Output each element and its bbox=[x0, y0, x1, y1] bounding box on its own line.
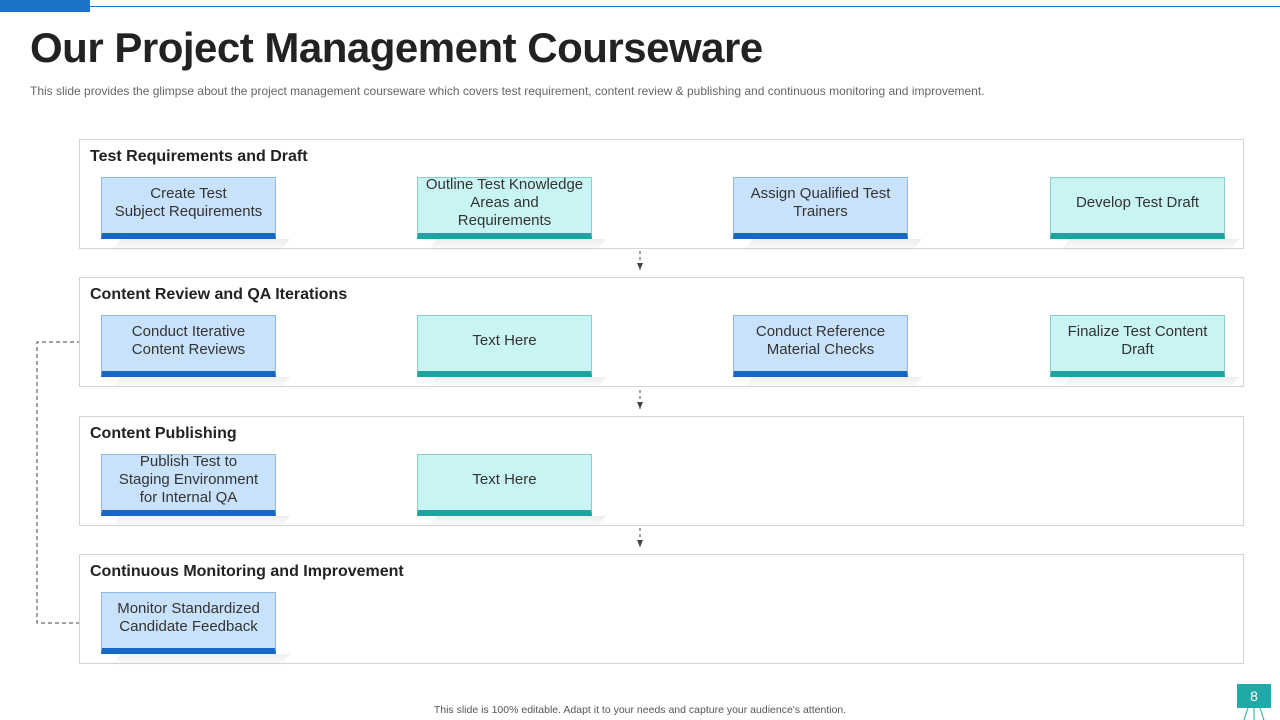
process-step-box[interactable]: Create Test Subject Requirements bbox=[101, 177, 276, 239]
process-step-label: Conduct Reference Material Checks bbox=[755, 322, 886, 358]
process-step-box[interactable]: Conduct Iterative Content Reviews bbox=[101, 315, 276, 377]
section-title: Continuous Monitoring and Improvement bbox=[90, 563, 404, 580]
process-step-box[interactable]: Assign Qualified Test Trainers bbox=[733, 177, 908, 239]
process-step-label: Outline Test Knowledge Areas and Require… bbox=[425, 175, 584, 229]
process-step-box[interactable]: Publish Test to Staging Environment for … bbox=[101, 452, 276, 516]
page-number-stand-icon bbox=[1243, 708, 1265, 720]
process-step-label: Finalize Test Content Draft bbox=[1067, 322, 1208, 358]
page-subtitle: This slide provides the glimpse about th… bbox=[30, 84, 985, 98]
process-step-box[interactable]: Conduct Reference Material Checks bbox=[733, 315, 908, 377]
process-step-label: Conduct Iterative Content Reviews bbox=[131, 322, 246, 358]
page-number: 8 bbox=[1237, 684, 1271, 708]
process-step-label: Text Here bbox=[472, 331, 537, 349]
section-title: Test Requirements and Draft bbox=[90, 148, 308, 165]
process-step-label: Text Here bbox=[472, 470, 537, 488]
process-step-label: Assign Qualified Test Trainers bbox=[750, 184, 891, 220]
process-step-box[interactable]: Finalize Test Content Draft bbox=[1050, 315, 1225, 377]
process-step-label: Publish Test to Staging Environment for … bbox=[118, 452, 259, 506]
top-rule bbox=[90, 6, 1280, 7]
process-step-box[interactable]: Outline Test Knowledge Areas and Require… bbox=[417, 175, 592, 239]
top-accent-bar bbox=[0, 0, 90, 12]
process-step-label: Monitor Standardized Candidate Feedback bbox=[117, 599, 260, 635]
page-title: Our Project Management Courseware bbox=[30, 24, 763, 71]
process-step-box[interactable]: Text Here bbox=[417, 454, 592, 516]
section-title: Content Review and QA Iterations bbox=[90, 286, 348, 303]
feedback-loop-arrow bbox=[36, 339, 101, 624]
process-step-box[interactable]: Develop Test Draft bbox=[1050, 177, 1225, 239]
process-step-box[interactable]: Text Here bbox=[417, 315, 592, 377]
process-step-box[interactable]: Monitor Standardized Candidate Feedback bbox=[101, 592, 276, 654]
process-step-label: Create Test Subject Requirements bbox=[114, 184, 263, 220]
section-title: Content Publishing bbox=[90, 425, 237, 442]
process-step-label: Develop Test Draft bbox=[1075, 193, 1200, 211]
footer-note: This slide is 100% editable. Adapt it to… bbox=[433, 704, 847, 716]
